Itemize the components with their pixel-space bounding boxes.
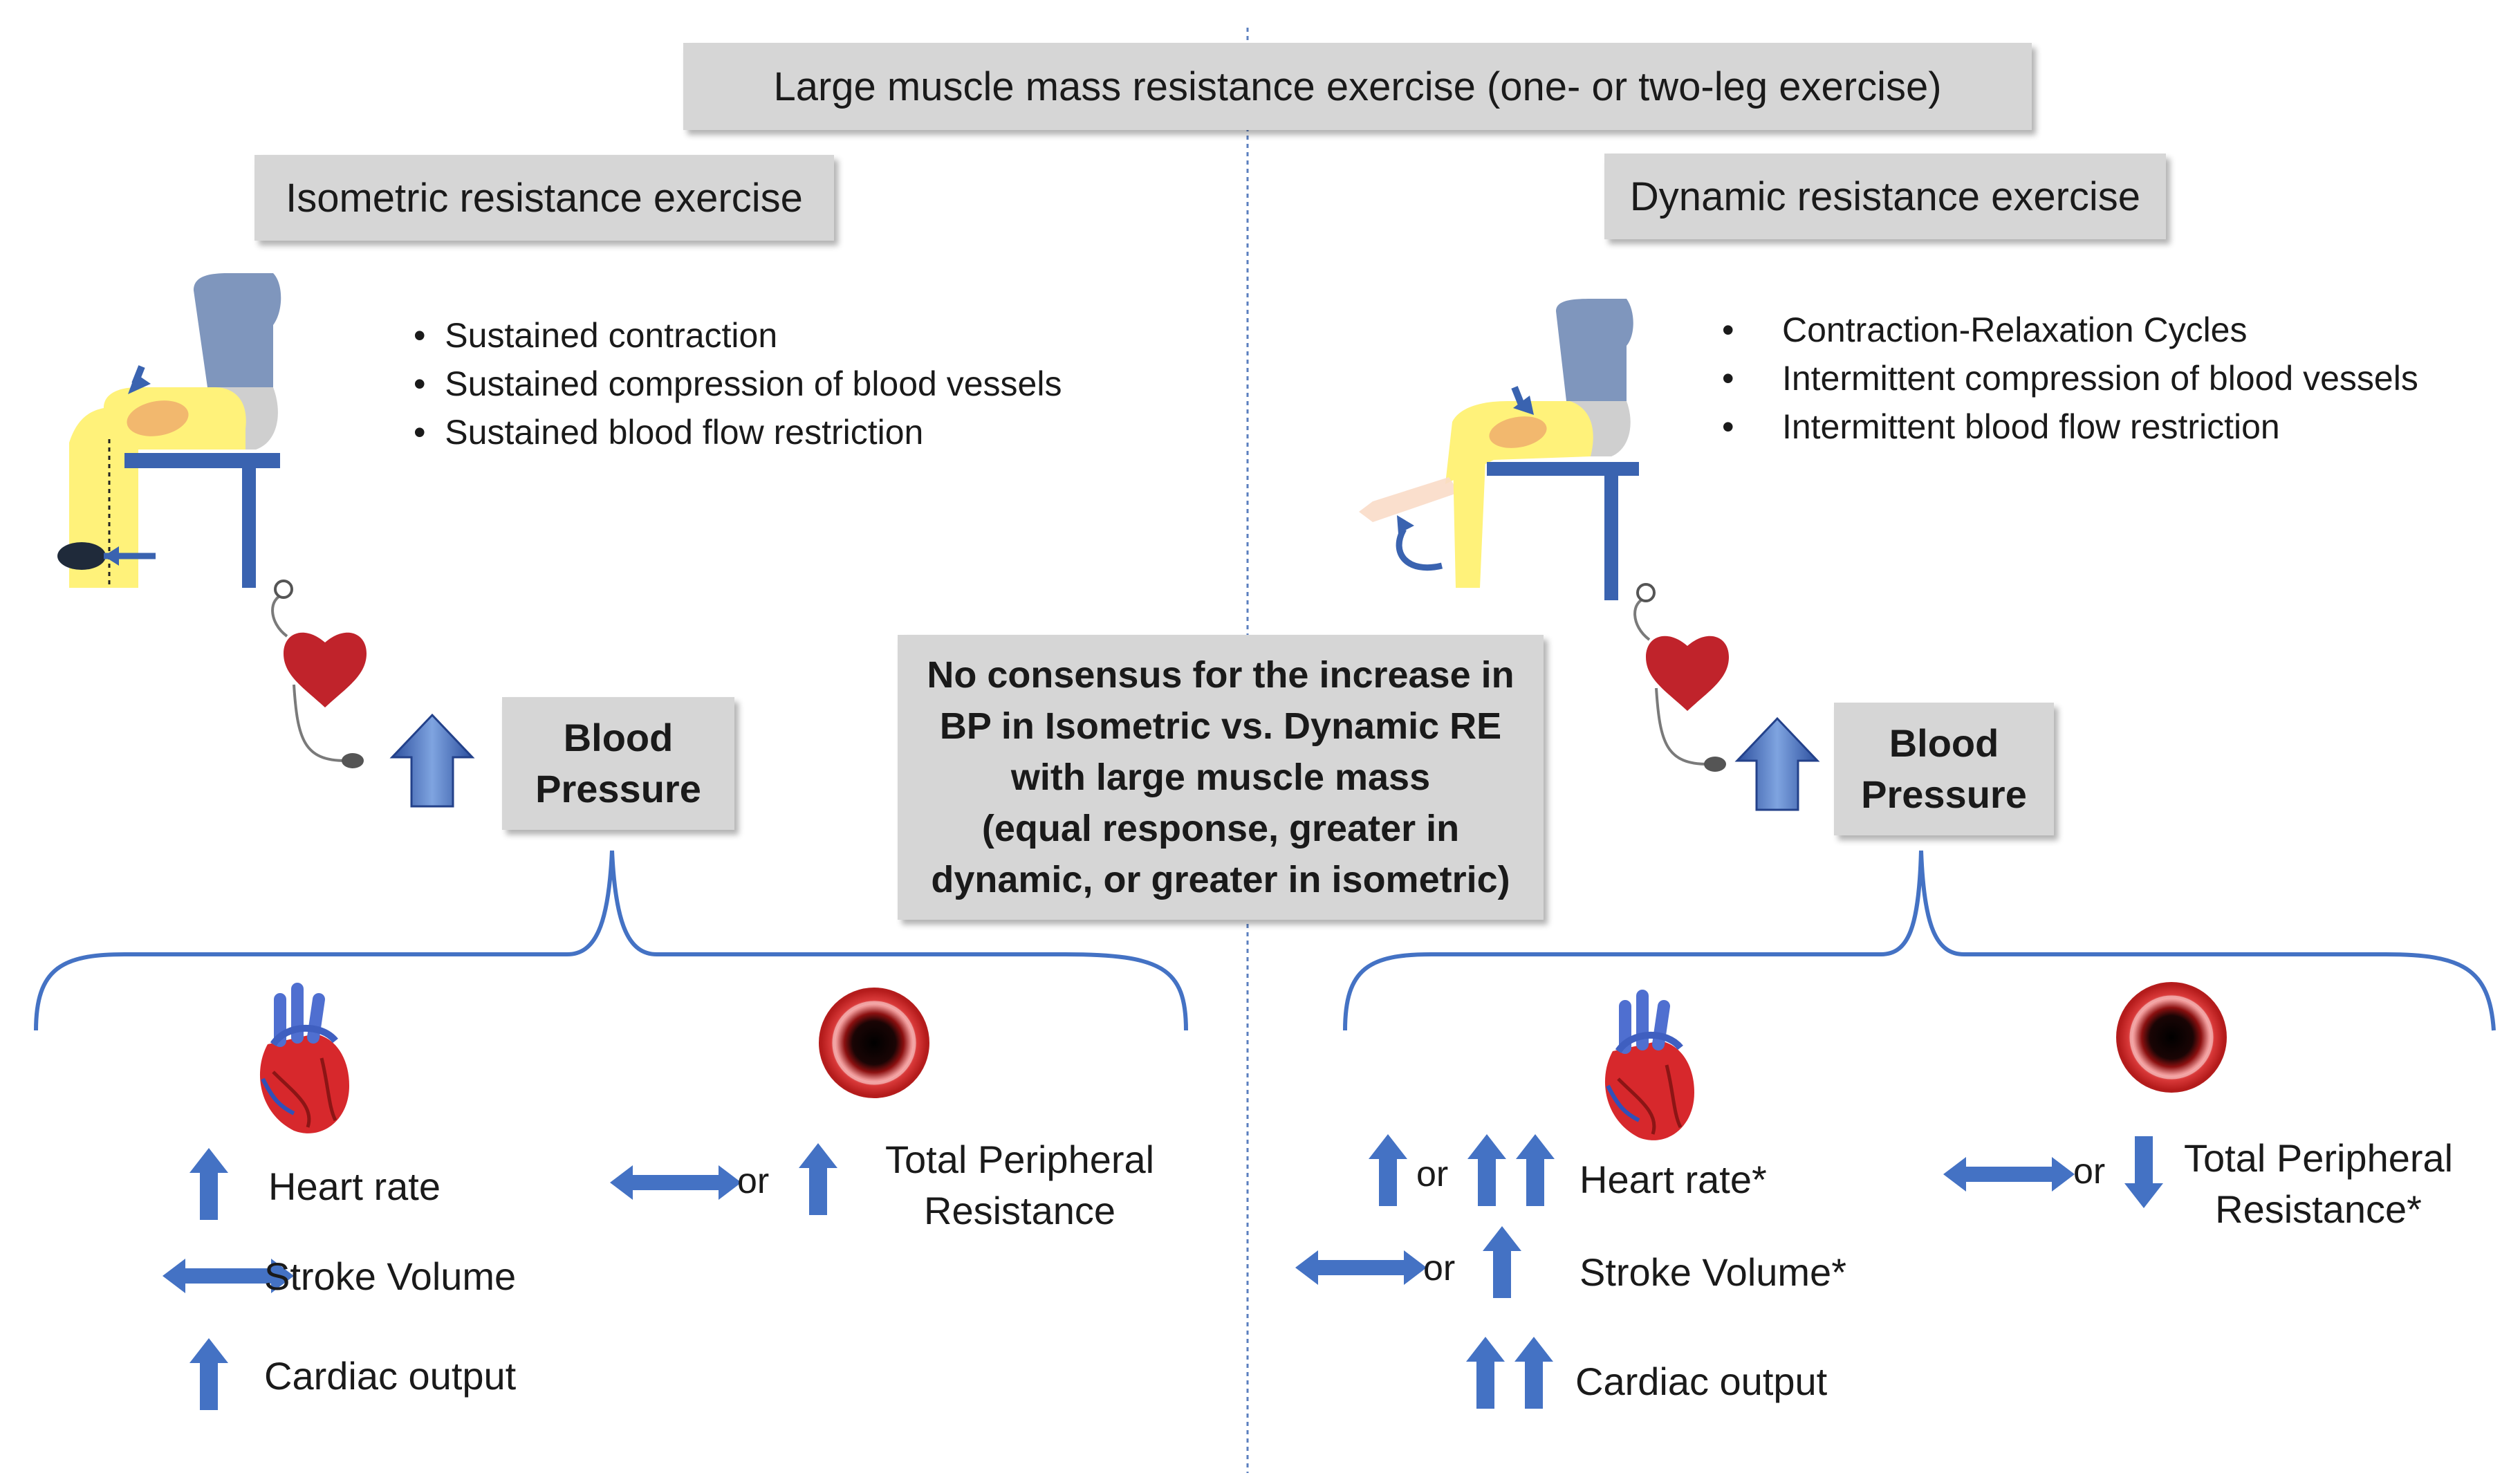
note-line: BP in Isometric vs. Dynamic RE <box>939 705 1502 747</box>
tpr-line2: Resistance* <box>2215 1187 2422 1231</box>
note-line: No consensus for the increase in <box>927 654 1514 696</box>
list-item: • Sustained compression of blood vessels <box>414 364 1062 403</box>
heart-rate-label: Heart rate* <box>1579 1158 1767 1201</box>
double-arrow-icon <box>1295 1250 1427 1285</box>
heart-stethoscope-icon <box>1633 583 1730 773</box>
right-brace <box>1343 850 2496 1031</box>
heart-rate-label: Heart rate <box>268 1165 441 1208</box>
tpr-label: Total Peripheral Resistance <box>885 1134 1154 1236</box>
up-arrow-icon <box>1483 1226 1521 1298</box>
curved-arrow-icon <box>1396 527 1443 571</box>
up-arrow-icon <box>391 714 474 808</box>
up-arrow-icon <box>1514 1337 1553 1409</box>
blood-vessel-icon <box>2118 983 2225 1091</box>
title-box: Large muscle mass resistance exercise (o… <box>683 43 2032 130</box>
cardiac-output-label: Cardiac output <box>264 1354 517 1398</box>
list-item: • Intermittent blood flow restriction <box>1722 407 2280 446</box>
dynamic-figure-illustration <box>1359 299 1639 600</box>
bp-label-line2: Pressure <box>535 767 701 811</box>
dynamic-blood-pressure-box: Blood Pressure <box>1834 703 2054 835</box>
blood-vessel-icon <box>820 989 928 1097</box>
isometric-heading: Isometric resistance exercise <box>286 175 803 221</box>
note-line: dynamic, or greater in isometric) <box>931 859 1510 900</box>
up-arrow-icon <box>1736 717 1819 811</box>
left-brace <box>34 850 1188 1031</box>
list-item: • Sustained blood flow restriction <box>414 413 924 452</box>
double-arrow-icon <box>1943 1157 2075 1192</box>
dynamic-heading: Dynamic resistance exercise <box>1629 174 2141 219</box>
tpr-line2: Resistance <box>924 1189 1116 1232</box>
or-label: or <box>2073 1151 2106 1192</box>
bp-label-line2: Pressure <box>1861 772 2027 816</box>
or-label: or <box>737 1161 770 1201</box>
up-arrow-icon <box>1466 1337 1505 1409</box>
tpr-label: Total Peripheral Resistance* <box>2184 1133 2453 1235</box>
down-arrow-icon <box>2124 1136 2163 1208</box>
list-item: • Contraction-Relaxation Cycles <box>1722 311 2248 349</box>
isometric-heading-box: Isometric resistance exercise <box>254 155 834 241</box>
up-arrow-icon <box>1516 1134 1555 1206</box>
isometric-bullet-list: • Sustained contraction • Sustained comp… <box>414 311 1062 456</box>
isometric-figure-illustration <box>57 273 281 588</box>
or-label: or <box>1416 1154 1449 1194</box>
stroke-volume-label: Stroke Volume <box>264 1254 517 1298</box>
up-arrow-icon <box>799 1143 837 1215</box>
bp-label-line1: Blood <box>1889 721 1999 765</box>
up-arrow-icon <box>189 1338 228 1410</box>
cardiac-output-label: Cardiac output <box>1575 1360 1828 1403</box>
title-text: Large muscle mass resistance exercise (o… <box>773 64 1942 109</box>
up-arrow-icon <box>1467 1134 1506 1206</box>
bp-label-line1: Blood <box>563 716 674 759</box>
anatomical-heart-icon <box>260 989 349 1133</box>
list-item: • Sustained contraction <box>414 316 778 355</box>
dynamic-heading-box: Dynamic resistance exercise <box>1604 154 2166 239</box>
note-line: (equal response, greater in <box>981 808 1460 849</box>
tpr-line1: Total Peripheral <box>2184 1136 2454 1180</box>
up-arrow-icon <box>1369 1134 1407 1206</box>
stroke-volume-label: Stroke Volume* <box>1579 1250 1846 1294</box>
list-item: • Intermittent compression of blood vess… <box>1722 359 2418 398</box>
note-line: with large muscle mass <box>1010 757 1431 798</box>
dynamic-bullet-list: • Contraction-Relaxation Cycles • Interm… <box>1722 306 2418 451</box>
anatomical-heart-icon <box>1605 996 1694 1140</box>
or-label: or <box>1423 1248 1456 1288</box>
up-arrow-icon <box>189 1148 228 1220</box>
consensus-note-box: No consensus for the increase in BP in I… <box>898 635 1544 920</box>
isometric-blood-pressure-box: Blood Pressure <box>502 697 734 830</box>
heart-stethoscope-icon <box>271 580 368 770</box>
double-arrow-icon <box>610 1165 741 1200</box>
tpr-line1: Total Peripheral <box>885 1138 1155 1181</box>
